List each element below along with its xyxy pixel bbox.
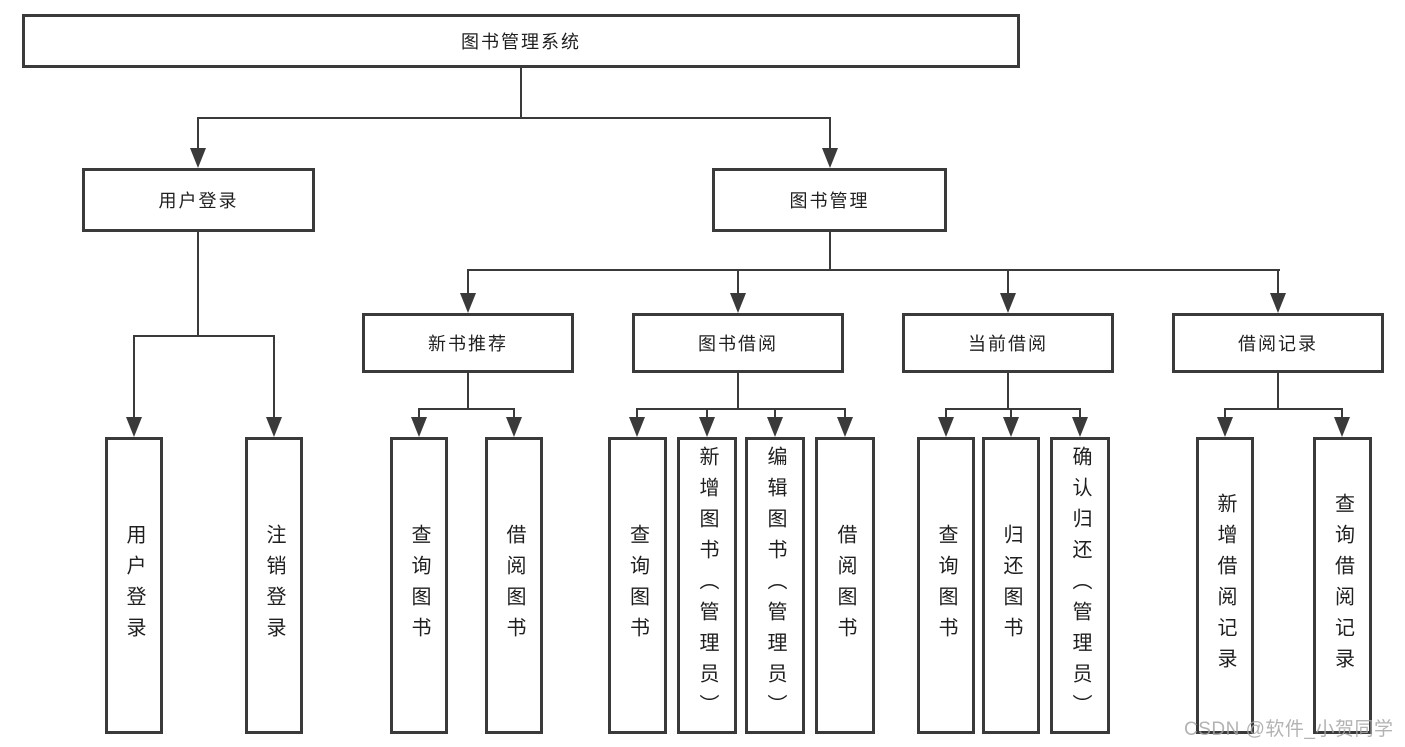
connector-user-login-drop (197, 232, 199, 337)
arrowhead-book-mgmt-icon (822, 148, 838, 168)
node-book-mgmt: 图书管理 (712, 168, 947, 232)
leaf-br-query-record-label: 查询借阅记录 (1331, 492, 1354, 679)
arrowhead-cb-return-icon (1003, 417, 1019, 437)
leaf-cb-return-books-label: 归还图书 (1000, 523, 1022, 648)
arrowhead-bb-edit-icon (767, 417, 783, 437)
node-current-borrow: 当前借阅 (902, 313, 1114, 373)
node-book-borrow-label: 图书借阅 (698, 334, 778, 354)
connector-user-login-bus (133, 335, 275, 337)
leaf-br-query-record: 查询借阅记录 (1313, 437, 1372, 734)
connector-book-mgmt-drop (829, 232, 831, 271)
leaf-bb-query-books-label: 查询图书 (626, 523, 649, 648)
arrowhead-nb-query-icon (411, 417, 427, 437)
connector-root-bus (197, 117, 831, 119)
node-new-book-recommend-label: 新书推荐 (428, 334, 508, 354)
connector-borrow-records-drop (1277, 373, 1279, 410)
arrowhead-cb-query-icon (938, 417, 954, 437)
leaf-bb-add-books-admin-label: 新增图书（管理员） (696, 446, 718, 725)
connector-book-borrow-drop (737, 373, 739, 410)
arrowhead-cb-confirm-icon (1072, 417, 1088, 437)
leaf-logout: 注销登录 (245, 437, 303, 734)
connector-stub-br-query (1341, 408, 1343, 420)
leaf-bb-edit-books-admin-label: 编辑图书（管理员） (764, 446, 786, 725)
node-current-borrow-label: 当前借阅 (968, 334, 1048, 354)
arrowhead-borrow-records-icon (1270, 293, 1286, 313)
node-book-mgmt-label: 图书管理 (789, 191, 870, 211)
leaf-nb-borrow-books-label: 借阅图书 (503, 523, 525, 648)
node-root-label: 图书管理系统 (461, 32, 581, 52)
connector-root-drop (520, 68, 522, 118)
connector-stub-br-add (1224, 408, 1226, 420)
connector-stub-nb-query (418, 408, 420, 420)
connector-stub-cb-query (945, 408, 947, 420)
arrowhead-book-borrow-icon (730, 293, 746, 313)
arrowhead-new-book-icon (460, 293, 476, 313)
node-user-login: 用户登录 (82, 168, 315, 232)
connector-stub-book-borrow (737, 269, 739, 297)
connector-stub-login-leaf (133, 335, 135, 419)
leaf-bb-add-books-admin: 新增图书（管理员） (677, 437, 737, 734)
connector-stub-bb-query (636, 408, 638, 420)
leaf-cb-confirm-return-admin: 确认归还（管理员） (1050, 437, 1110, 734)
connector-borrow-records-bus (1224, 408, 1343, 410)
leaf-cb-query-books: 查询图书 (917, 437, 975, 734)
connector-stub-cb-return (1010, 408, 1012, 420)
leaf-cb-confirm-return-admin-label: 确认归还（管理员） (1069, 446, 1091, 725)
arrowhead-nb-borrow-icon (506, 417, 522, 437)
connector-stub-new-book (467, 269, 469, 297)
arrowhead-user-login-icon (190, 148, 206, 168)
watermark: CSDN @软件_小贺同学 (1184, 719, 1394, 740)
leaf-cb-query-books-label: 查询图书 (935, 523, 957, 648)
connector-stub-borrow-records (1277, 269, 1279, 297)
leaf-bb-edit-books-admin: 编辑图书（管理员） (745, 437, 805, 734)
leaf-bb-query-books: 查询图书 (608, 437, 667, 734)
connector-stub-cb-confirm (1079, 408, 1081, 420)
connector-new-book-drop (467, 373, 469, 410)
arrowhead-bb-query-icon (629, 417, 645, 437)
connector-current-borrow-bus (945, 408, 1081, 410)
connector-stub-bb-borrow (844, 408, 846, 420)
leaf-user-login: 用户登录 (105, 437, 163, 734)
leaf-user-login-label: 用户登录 (123, 523, 145, 648)
connector-new-book-bus (418, 408, 515, 410)
node-root: 图书管理系统 (22, 14, 1020, 68)
leaf-cb-return-books: 归还图书 (982, 437, 1040, 734)
connector-stub-user-login (197, 117, 199, 151)
node-new-book-recommend: 新书推荐 (362, 313, 574, 373)
connector-book-borrow-bus (636, 408, 846, 410)
connector-stub-logout-leaf (273, 335, 275, 419)
arrowhead-current-borrow-icon (1000, 293, 1016, 313)
leaf-logout-label: 注销登录 (263, 523, 285, 648)
connector-stub-book-mgmt (829, 117, 831, 151)
leaf-bb-borrow-books-label: 借阅图书 (834, 523, 856, 648)
node-borrow-records-label: 借阅记录 (1238, 334, 1318, 354)
leaf-bb-borrow-books: 借阅图书 (815, 437, 875, 734)
leaf-br-add-record-label: 新增借阅记录 (1214, 492, 1236, 679)
leaf-br-add-record: 新增借阅记录 (1196, 437, 1254, 734)
connector-book-mgmt-bus (467, 269, 1280, 271)
arrowhead-br-query-icon (1334, 417, 1350, 437)
arrowhead-bb-borrow-icon (837, 417, 853, 437)
leaf-nb-borrow-books: 借阅图书 (485, 437, 543, 734)
leaf-nb-query-books-label: 查询图书 (408, 523, 430, 648)
leaf-nb-query-books: 查询图书 (390, 437, 448, 734)
node-borrow-records: 借阅记录 (1172, 313, 1384, 373)
arrowhead-bb-add-icon (699, 417, 715, 437)
connector-stub-nb-borrow (513, 408, 515, 420)
connector-stub-bb-edit (774, 408, 776, 420)
connector-current-borrow-drop (1007, 373, 1009, 410)
arrowhead-br-add-icon (1217, 417, 1233, 437)
connector-stub-current-borrow (1007, 269, 1009, 297)
node-user-login-label: 用户登录 (158, 191, 239, 211)
arrowhead-logout-leaf-icon (266, 417, 282, 437)
node-book-borrow: 图书借阅 (632, 313, 844, 373)
connector-stub-bb-add (706, 408, 708, 420)
arrowhead-login-leaf-icon (126, 417, 142, 437)
